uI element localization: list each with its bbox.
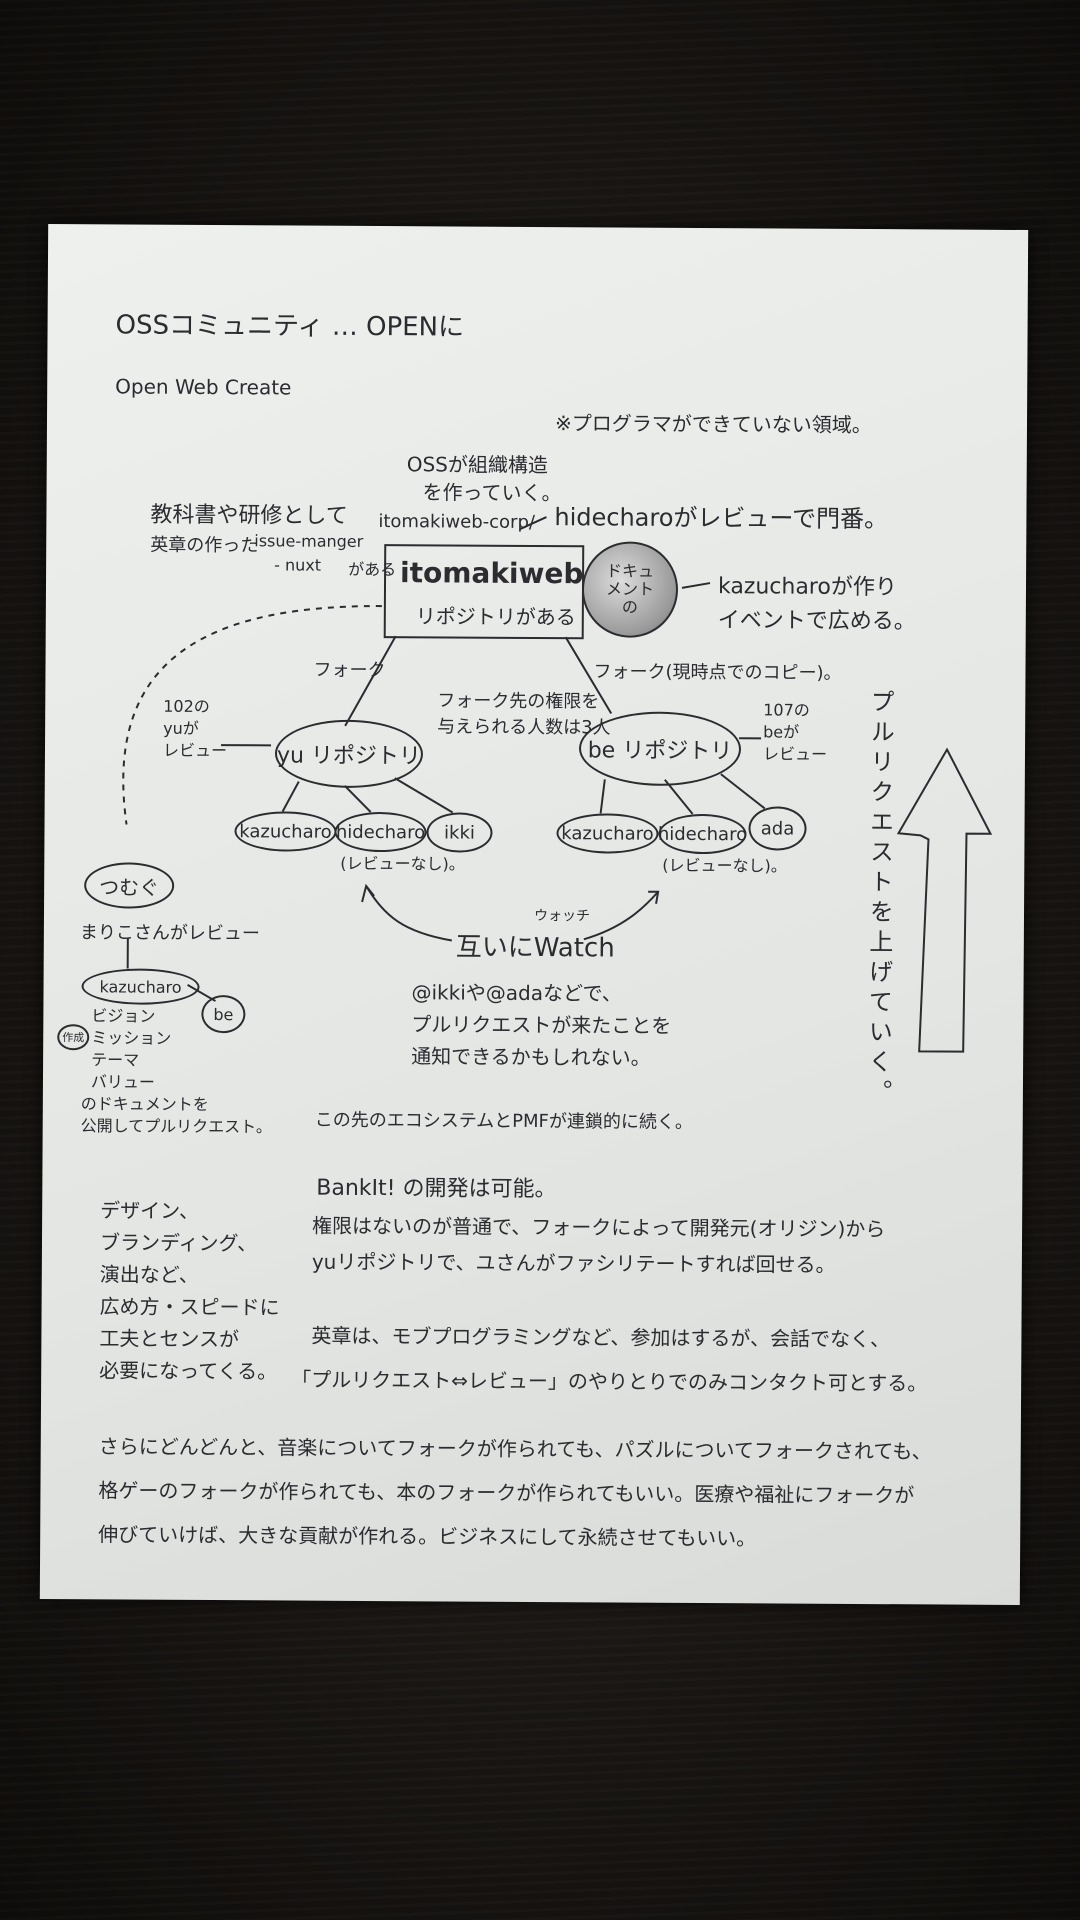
dashed-curve-tsumugu <box>122 605 382 825</box>
arrow-kazucharo <box>681 582 711 589</box>
watch-arrow-right <box>583 891 659 941</box>
pull-request-arrow <box>896 747 993 1053</box>
diagram-connectors <box>122 516 993 1053</box>
handwritten-paper-sheet: OSSコミュニティ … OPENに Open Web Create ※プログラマ… <box>39 224 1029 1605</box>
fork-line-right <box>564 636 613 714</box>
arrow-hidecharo <box>519 516 547 530</box>
fork-line-left <box>344 635 397 727</box>
watch-arrow-left <box>365 885 453 942</box>
